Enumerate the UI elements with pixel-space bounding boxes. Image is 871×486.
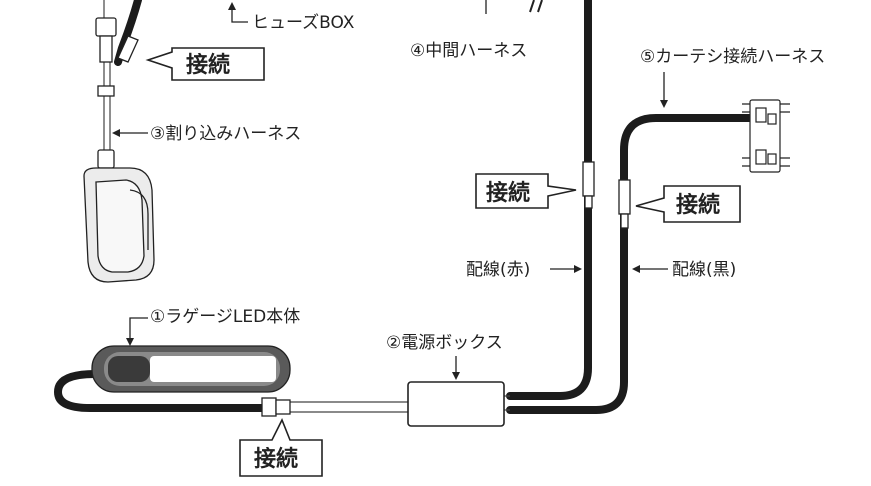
mid-harness-label: ④中間ハーネス — [410, 41, 527, 61]
connect-bubble-tap — [145, 47, 265, 81]
mid-connector-body — [582, 161, 595, 197]
tap-harness-arrowhead — [112, 129, 120, 137]
connect-callout-mid-left: 接続 — [475, 173, 577, 209]
led-connector-right — [275, 399, 291, 415]
led-body — [91, 345, 291, 393]
courtesy-harness-callout: ⑤カーテシ接続ハーネス — [640, 47, 825, 108]
fuse-box-label: ヒューズBOX — [252, 13, 355, 33]
mid-harness-callout: ④中間ハーネス — [410, 0, 543, 61]
thin-cable-tap — [103, 62, 111, 150]
tap-splice-connector — [117, 35, 139, 63]
tap-inline-marker — [97, 85, 115, 97]
wire-red-arrowhead — [574, 265, 582, 273]
cable-black — [506, 114, 756, 414]
connect-label-bottom: 接続 — [254, 446, 298, 472]
courtesy-pin-3 — [767, 113, 777, 125]
connect-label-tap: 接続 — [186, 52, 230, 78]
thin-cable-led-to-box — [288, 401, 410, 413]
connect-callout-tap: 接続 — [145, 47, 265, 81]
wire-black-arrowhead — [632, 265, 640, 273]
courtesy-pin-4 — [767, 153, 777, 165]
cargo-lamp — [83, 167, 155, 283]
power-box — [407, 381, 505, 427]
connect-bubble-mid-right — [635, 185, 741, 223]
wire-red-callout: 配線(赤) — [466, 260, 582, 280]
courtesy-inline-connector — [618, 179, 631, 229]
led-connector-left — [261, 397, 277, 417]
led-body-lens — [150, 356, 276, 382]
fuse-box-leader — [231, 8, 248, 23]
power-box-label: ②電源ボックス — [386, 333, 503, 353]
mid-harness-mark — [529, 0, 543, 13]
tap-lamp-connector — [97, 149, 115, 169]
power-box-arrowhead — [452, 372, 460, 380]
cable-led — [54, 370, 268, 412]
courtesy-inline-body — [618, 179, 631, 215]
power-box-callout: ②電源ボックス — [386, 333, 503, 380]
connect-label-mid-left: 接続 — [486, 180, 530, 206]
tap-fuse-holder — [99, 35, 113, 63]
lamp-edge — [129, 189, 149, 250]
tap-connector-top — [95, 17, 117, 37]
led-connector — [261, 397, 291, 417]
courtesy-harness-arrowhead — [660, 100, 668, 108]
mid-connector-tip — [584, 195, 593, 209]
connect-callout-bottom: 接続 — [239, 418, 323, 477]
led-body-label: ①ラゲージLED本体 — [150, 307, 300, 327]
courtesy-pin-2 — [755, 149, 767, 165]
courtesy-inline-tip — [620, 213, 629, 229]
courtesy-pin-1 — [755, 107, 767, 123]
connect-bubble-mid-left — [475, 173, 577, 209]
courtesy-harness-label: ⑤カーテシ接続ハーネス — [640, 47, 825, 67]
connect-bubble-bottom — [239, 418, 323, 477]
led-body-callout: ①ラゲージLED本体 — [126, 307, 300, 346]
led-body-arrowhead — [126, 338, 134, 346]
courtesy-connector-tabs — [742, 103, 790, 167]
wire-red-label: 配線(赤) — [466, 260, 530, 280]
mid-harness-connector — [582, 161, 595, 209]
tap-harness — [95, 17, 139, 169]
connect-callout-mid-right: 接続 — [635, 185, 741, 223]
fuse-box-callout: ヒューズBOX — [228, 2, 355, 33]
wire-black-label: 配線(黒) — [672, 260, 736, 280]
led-body-leader — [129, 317, 148, 340]
tap-harness-label: ③割り込みハーネス — [150, 124, 301, 144]
connect-label-mid-right: 接続 — [676, 192, 720, 218]
tap-harness-callout: ③割り込みハーネス — [112, 124, 301, 144]
courtesy-connector — [742, 99, 790, 173]
wire-black-callout: 配線(黒) — [632, 260, 736, 280]
cable-red — [506, 0, 592, 400]
fuse-box-arrowhead — [228, 2, 236, 10]
led-body-switch — [108, 356, 150, 382]
thin-cables — [103, 0, 510, 413]
lamp-lens — [95, 179, 145, 273]
main-cables — [54, 0, 756, 414]
